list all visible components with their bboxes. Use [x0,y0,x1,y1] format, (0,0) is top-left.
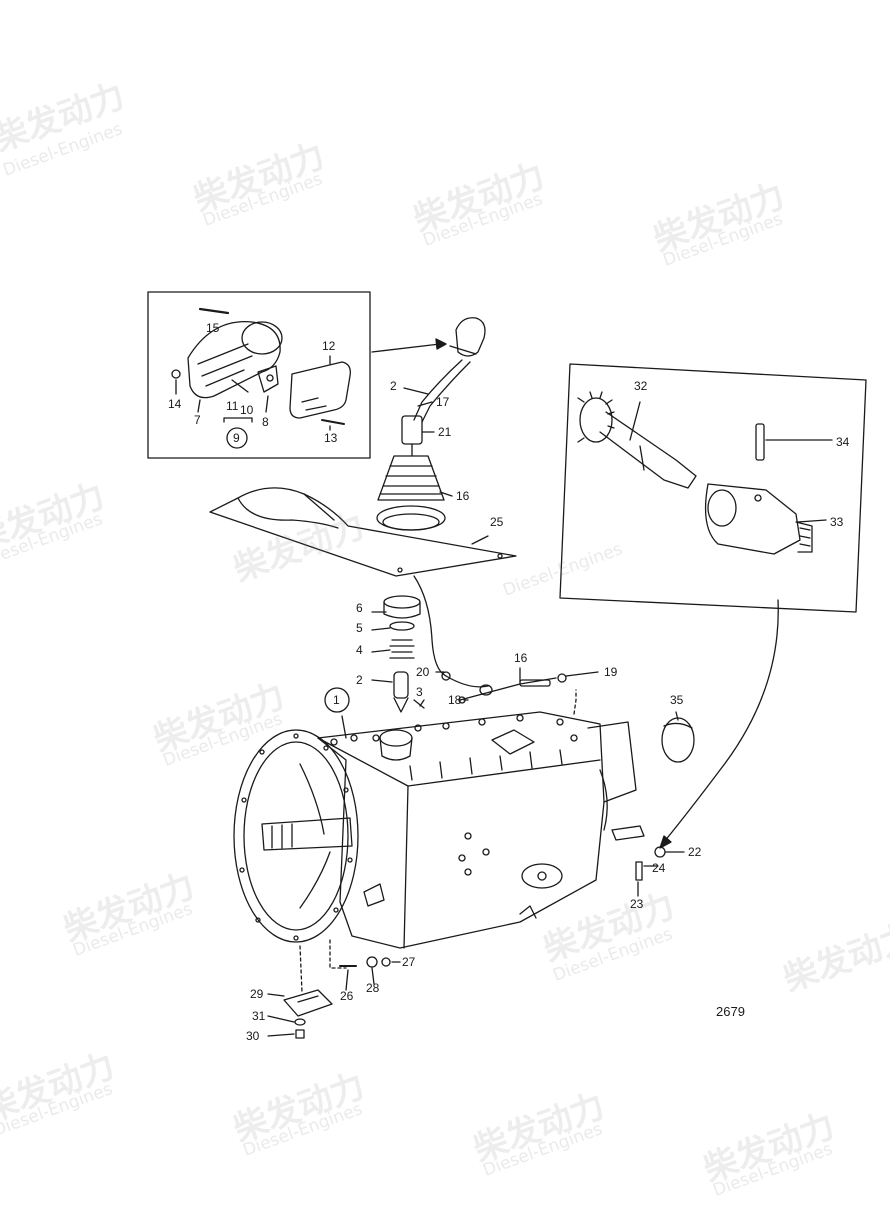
callout-26: 26 [340,989,354,1003]
callout-3: 3 [416,685,423,699]
drawing-number: 2679 [716,1004,745,1019]
callout-24: 24 [652,861,666,875]
callout-19: 19 [604,665,618,679]
callout-29: 29 [250,987,264,1001]
callout-35: 35 [670,693,684,707]
speed-sensor-cable [458,673,567,704]
callout-4: 4 [356,643,363,657]
callout-10: 10 [240,403,254,417]
callout-33: 33 [830,515,844,529]
inset-speedometer-drive [559,363,867,613]
callout-31: 31 [252,1009,266,1023]
callout-16-boot: 16 [456,489,470,503]
callout-15: 15 [206,321,220,335]
callout-21: 21 [438,425,452,439]
callout-12: 12 [322,339,336,353]
callout-8: 8 [262,415,269,429]
callout-1: 1 [333,693,340,707]
shift-lever [401,317,486,457]
callout-22: 22 [688,845,702,859]
callout-2-lever: 2 [390,379,397,393]
callout-28: 28 [366,981,380,995]
gearbox-housing [233,711,637,949]
callout-18: 18 [448,693,462,707]
callout-5: 5 [356,621,363,635]
callout-32: 32 [634,379,648,393]
cover-plate [209,487,517,577]
callout-6: 6 [356,601,363,615]
callout-7: 7 [194,413,201,427]
callout-13: 13 [324,431,338,445]
callout-9: 9 [233,431,240,445]
callout-30: 30 [246,1029,260,1043]
callout-20: 20 [416,665,430,679]
callout-27: 27 [402,955,416,969]
callout-11: 11 [226,399,239,413]
callout-34: 34 [836,435,850,449]
callout-16-sensor: 16 [514,651,528,665]
callout-23: 23 [630,897,644,911]
detent-stack [383,595,425,713]
callout-25: 25 [490,515,504,529]
callout-14: 14 [168,397,182,411]
rubber-boot [376,455,446,531]
callout-17: 17 [436,395,450,409]
inset-gear-lever-parts [147,291,371,459]
callout-2-plunger: 2 [356,673,363,687]
